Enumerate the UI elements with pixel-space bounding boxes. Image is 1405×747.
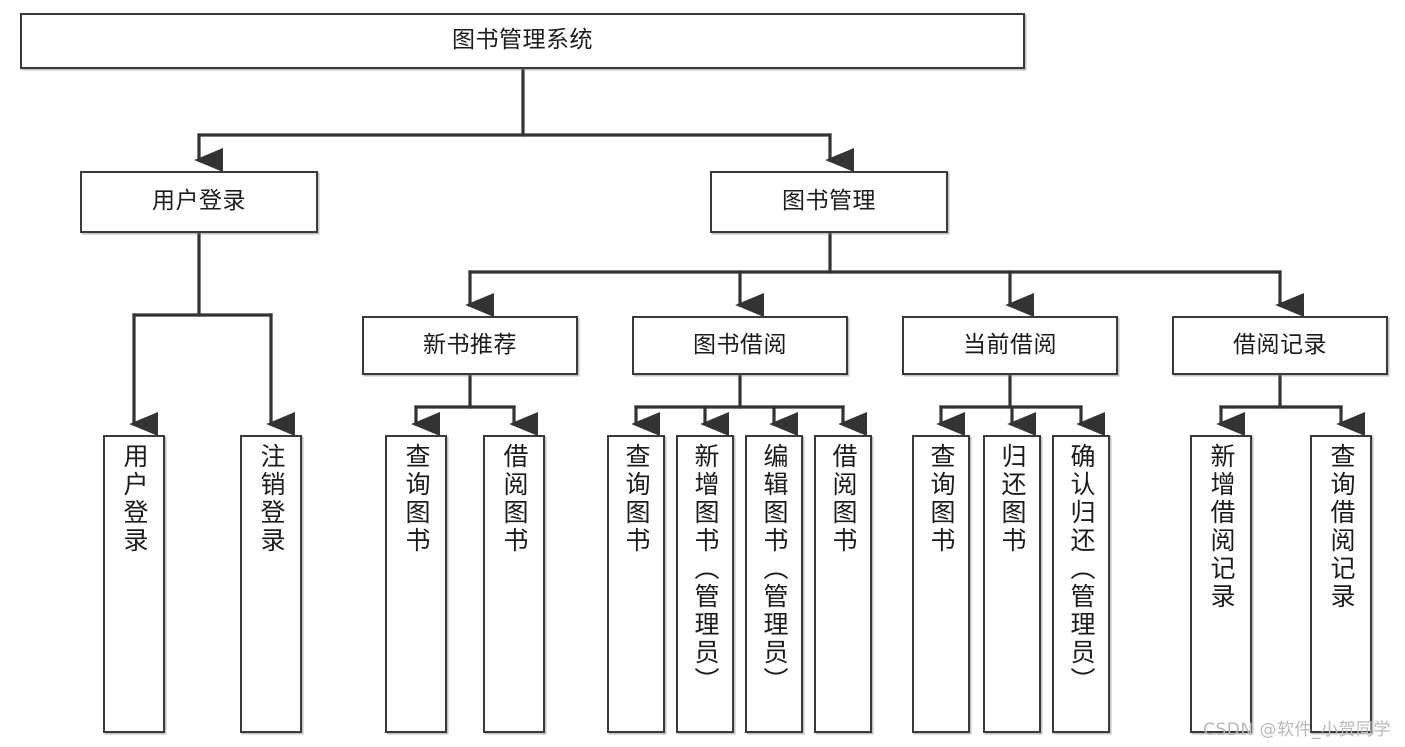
leaf-node-label: 确认归还（管理员） [1067,443,1096,695]
leaf-node[interactable]: 查询借阅记录 [1310,435,1372,733]
node-level2-current-borrow-label: 当前借阅 [963,331,1057,358]
node-level1-user-login-label: 用户登录 [152,188,246,215]
node-root[interactable]: 图书管理系统 [20,13,1025,69]
leaf-node-label: 编辑图书（管理员） [760,443,789,695]
leaf-node[interactable]: 用户登录 [103,435,165,733]
leaf-node-label: 查询图书 [927,443,956,555]
leaf-node-label: 借阅图书 [829,443,858,555]
node-level1-book-management-label: 图书管理 [782,188,876,215]
leaf-node-label: 用户登录 [120,443,149,555]
node-level1-user-login[interactable]: 用户登录 [80,171,318,233]
node-level2-book-borrow-label: 图书借阅 [693,331,787,358]
leaf-node[interactable]: 查询图书 [607,435,665,733]
node-level2-borrow-record-label: 借阅记录 [1233,331,1327,358]
leaf-node-label: 查询图书 [622,443,651,555]
node-level2-new-book-recommend-label: 新书推荐 [423,331,517,358]
node-level2-new-book-recommend[interactable]: 新书推荐 [362,316,578,375]
watermark: CSDN @软件_小贺同学 [1203,720,1391,740]
leaf-node-label: 归还图书 [998,443,1027,555]
leaf-node-label: 新增借阅记录 [1207,443,1236,611]
node-root-label: 图书管理系统 [452,27,593,54]
leaf-node[interactable]: 借阅图书 [814,435,872,733]
leaf-node[interactable]: 查询图书 [912,435,970,733]
leaf-node[interactable]: 新增图书（管理员） [676,435,734,733]
node-level2-book-borrow[interactable]: 图书借阅 [632,316,848,375]
leaf-node[interactable]: 查询图书 [385,435,447,733]
leaf-node-label: 查询图书 [402,443,431,555]
leaf-node[interactable]: 新增借阅记录 [1190,435,1252,733]
leaf-node-label: 新增图书（管理员） [691,443,720,695]
node-level1-book-management[interactable]: 图书管理 [710,171,948,233]
node-level2-borrow-record[interactable]: 借阅记录 [1172,316,1388,375]
leaf-node[interactable]: 注销登录 [240,435,302,733]
node-level2-current-borrow[interactable]: 当前借阅 [902,316,1118,375]
leaf-node-label: 查询借阅记录 [1327,443,1356,611]
leaf-node-label: 注销登录 [257,443,286,555]
leaf-node[interactable]: 借阅图书 [483,435,545,733]
leaf-node-label: 借阅图书 [500,443,529,555]
leaf-node[interactable]: 确认归还（管理员） [1052,435,1110,733]
leaf-node[interactable]: 归还图书 [983,435,1041,733]
leaf-node[interactable]: 编辑图书（管理员） [745,435,803,733]
